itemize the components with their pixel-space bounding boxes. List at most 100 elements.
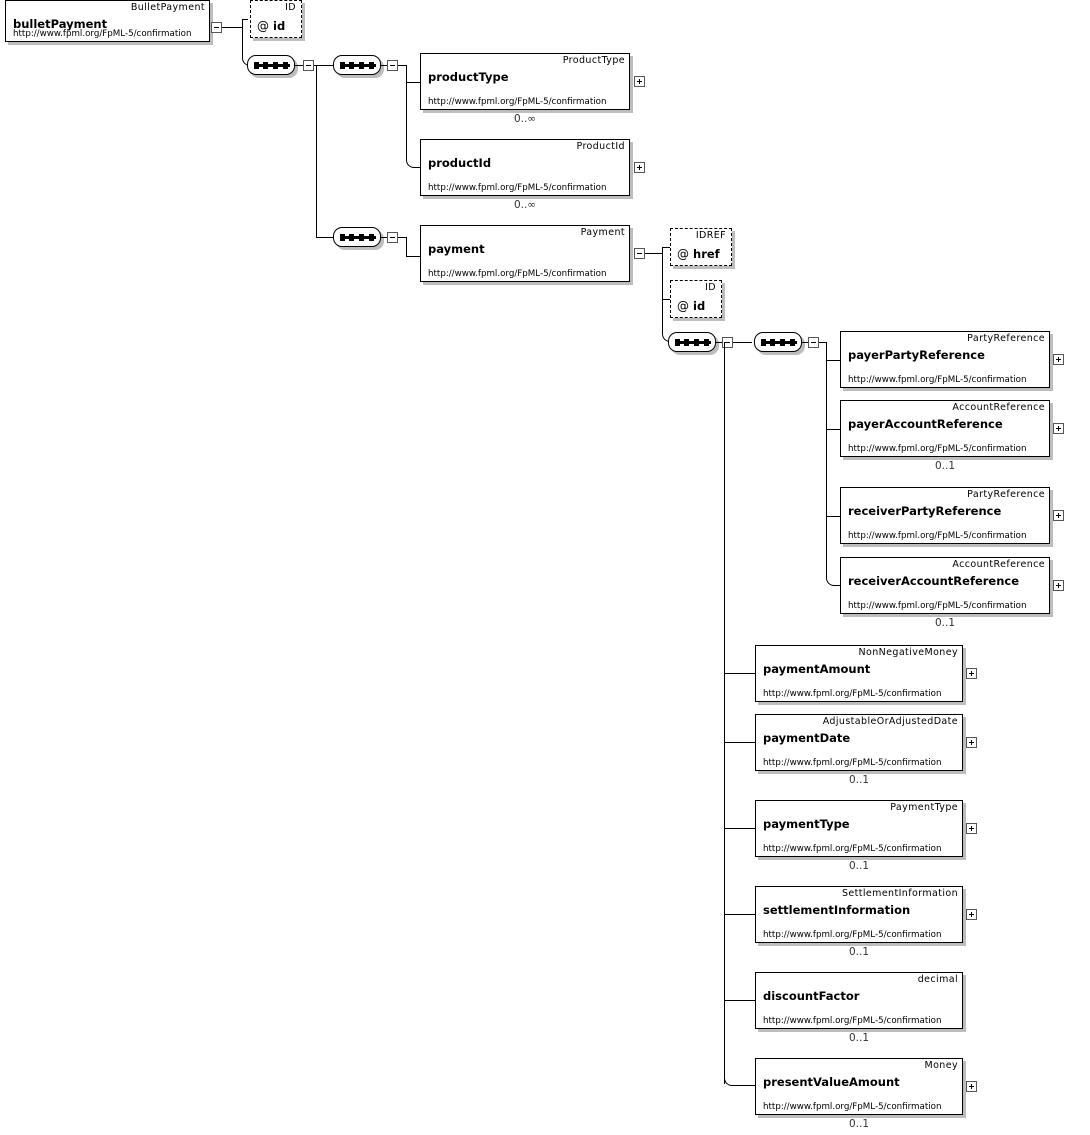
connector	[381, 237, 387, 238]
element-box-settlementInformation[interactable]: SettlementInformation settlementInformat…	[755, 886, 963, 943]
connector	[398, 65, 406, 66]
element-namespace-label: http://www.fpml.org/FpML-5/confirmation	[763, 758, 942, 768]
minus-toggle-icon-payment-seq[interactable]	[387, 232, 398, 243]
element-type-label: AccountReference	[952, 402, 1045, 413]
plus-toggle-icon-receiverPartyReference[interactable]	[1053, 510, 1064, 521]
element-namespace-label: http://www.fpml.org/FpML-5/confirmation	[13, 29, 192, 39]
cardinality-label-payerAccountReference: 0..1	[934, 460, 956, 472]
attribute-box-id-root[interactable]: ID @ id	[250, 0, 302, 38]
plus-toggle-icon-productType[interactable]	[634, 76, 645, 87]
element-box-productId[interactable]: ProductId productId http://www.fpml.org/…	[420, 139, 630, 196]
element-namespace-label: http://www.fpml.org/FpML-5/confirmation	[428, 97, 607, 107]
element-type-label: SettlementInformation	[841, 888, 958, 899]
sequence-dot	[694, 339, 699, 346]
element-type-label: AdjustableOrAdjustedDate	[822, 716, 958, 727]
element-type-label: NonNegativeMoney	[858, 647, 958, 658]
connector	[826, 429, 840, 430]
sequence-bar	[675, 341, 711, 344]
sequence-dot	[359, 62, 364, 69]
cardinality-label-productType: 0..∞	[513, 113, 537, 125]
element-name-label: productType	[428, 70, 509, 84]
sequence-icon-party-refs[interactable]	[754, 332, 802, 352]
sequence-icon-payment-branch[interactable]	[333, 227, 381, 247]
element-box-payerPartyReference[interactable]: PartyReference payerPartyReference http:…	[840, 331, 1050, 388]
element-box-presentValueAmount[interactable]: Money presentValueAmount http://www.fpml…	[755, 1058, 963, 1115]
connector	[662, 247, 663, 253]
plus-toggle-icon-paymentDate[interactable]	[966, 737, 977, 748]
connector	[316, 65, 317, 237]
plus-toggle-icon-payerPartyReference[interactable]	[1053, 354, 1064, 365]
plus-toggle-icon-settlementInformation[interactable]	[966, 909, 977, 920]
element-box-discountFactor[interactable]: decimal discountFactor http://www.fpml.o…	[755, 972, 963, 1029]
minus-toggle-icon-root[interactable]	[211, 22, 222, 33]
element-namespace-label: http://www.fpml.org/FpML-5/confirmation	[763, 1102, 942, 1112]
element-box-receiverAccountReference[interactable]: AccountReference receiverAccountReferenc…	[840, 557, 1050, 614]
plus-toggle-icon-receiverAccountReference[interactable]	[1053, 580, 1064, 591]
plus-toggle-icon-payerAccountReference[interactable]	[1053, 423, 1064, 434]
sequence-icon-payment-content[interactable]	[668, 332, 716, 352]
sequence-dot	[263, 62, 268, 69]
element-box-bulletPayment[interactable]: BulletPayment bulletPayment http://www.f…	[5, 0, 210, 42]
element-box-payerAccountReference[interactable]: AccountReference payerAccountReference h…	[840, 400, 1050, 457]
connector	[242, 19, 248, 20]
element-type-label: PartyReference	[967, 333, 1045, 344]
element-box-payment[interactable]: Payment payment http://www.fpml.org/FpML…	[420, 225, 630, 282]
plus-toggle-icon-productId[interactable]	[634, 162, 645, 173]
element-name-label: payerPartyReference	[848, 348, 985, 362]
connector	[826, 360, 840, 361]
attribute-box-id-payment[interactable]: ID @ id	[670, 280, 722, 318]
element-name-label: payerAccountReference	[848, 417, 1003, 431]
attribute-name-label: @ id	[677, 299, 706, 313]
plus-toggle-icon-paymentType[interactable]	[966, 823, 977, 834]
element-name-label: receiverPartyReference	[848, 504, 1002, 518]
sequence-icon-root[interactable]	[247, 55, 295, 75]
element-box-productType[interactable]: ProductType productType http://www.fpml.…	[420, 53, 630, 110]
element-namespace-label: http://www.fpml.org/FpML-5/confirmation	[763, 930, 942, 940]
at-sign-icon: @	[677, 247, 689, 261]
element-box-paymentType[interactable]: PaymentType paymentType http://www.fpml.…	[755, 800, 963, 857]
element-box-paymentAmount[interactable]: NonNegativeMoney paymentAmount http://ww…	[755, 645, 963, 702]
connector	[222, 27, 242, 28]
element-namespace-label: http://www.fpml.org/FpML-5/confirmation	[763, 844, 942, 854]
element-type-label: ProductType	[562, 55, 625, 66]
sequence-dot	[369, 234, 374, 241]
element-type-label: PaymentType	[890, 802, 958, 813]
element-name-label: settlementInformation	[763, 903, 911, 917]
minus-toggle-icon-product-seq[interactable]	[387, 60, 398, 71]
sequence-dot	[349, 234, 354, 241]
element-type-label: decimal	[917, 974, 958, 985]
at-sign-icon: @	[257, 19, 269, 33]
connector	[724, 742, 755, 743]
attribute-type-label: ID	[705, 282, 716, 293]
sequence-dot	[790, 339, 795, 346]
plus-toggle-icon-presentValueAmount[interactable]	[966, 1081, 977, 1092]
element-namespace-label: http://www.fpml.org/FpML-5/confirmation	[848, 444, 1027, 454]
cardinality-label-paymentDate: 0..1	[848, 774, 870, 786]
connector	[645, 253, 662, 254]
connector	[662, 247, 670, 248]
cardinality-label-paymentType: 0..1	[848, 860, 870, 872]
element-name-label: receiverAccountReference	[848, 574, 1020, 588]
attribute-type-label: IDREF	[695, 230, 726, 241]
element-type-label: BulletPayment	[130, 2, 205, 13]
attribute-type-label: ID	[285, 2, 296, 13]
connector	[733, 342, 752, 343]
sequence-dot	[369, 62, 374, 69]
minus-toggle-icon-payment-content[interactable]	[722, 337, 733, 348]
sequence-icon-product[interactable]	[333, 55, 381, 75]
element-box-paymentDate[interactable]: AdjustableOrAdjustedDate paymentDate htt…	[755, 714, 963, 771]
minus-toggle-icon-root-seq[interactable]	[303, 60, 314, 71]
sequence-bar	[254, 64, 290, 67]
plus-toggle-icon-paymentAmount[interactable]	[966, 668, 977, 679]
minus-toggle-icon-party-refs[interactable]	[808, 337, 819, 348]
connector	[295, 65, 303, 66]
element-name-label: payment	[428, 242, 485, 256]
element-box-receiverPartyReference[interactable]: PartyReference receiverPartyReference ht…	[840, 487, 1050, 544]
sequence-dot	[780, 339, 785, 346]
sequence-dot	[675, 339, 680, 346]
element-type-label: Money	[924, 1060, 958, 1071]
minus-toggle-icon-payment[interactable]	[634, 248, 645, 259]
element-namespace-label: http://www.fpml.org/FpML-5/confirmation	[428, 183, 607, 193]
sequence-dot	[273, 62, 278, 69]
attribute-box-href[interactable]: IDREF @ href	[670, 228, 732, 266]
